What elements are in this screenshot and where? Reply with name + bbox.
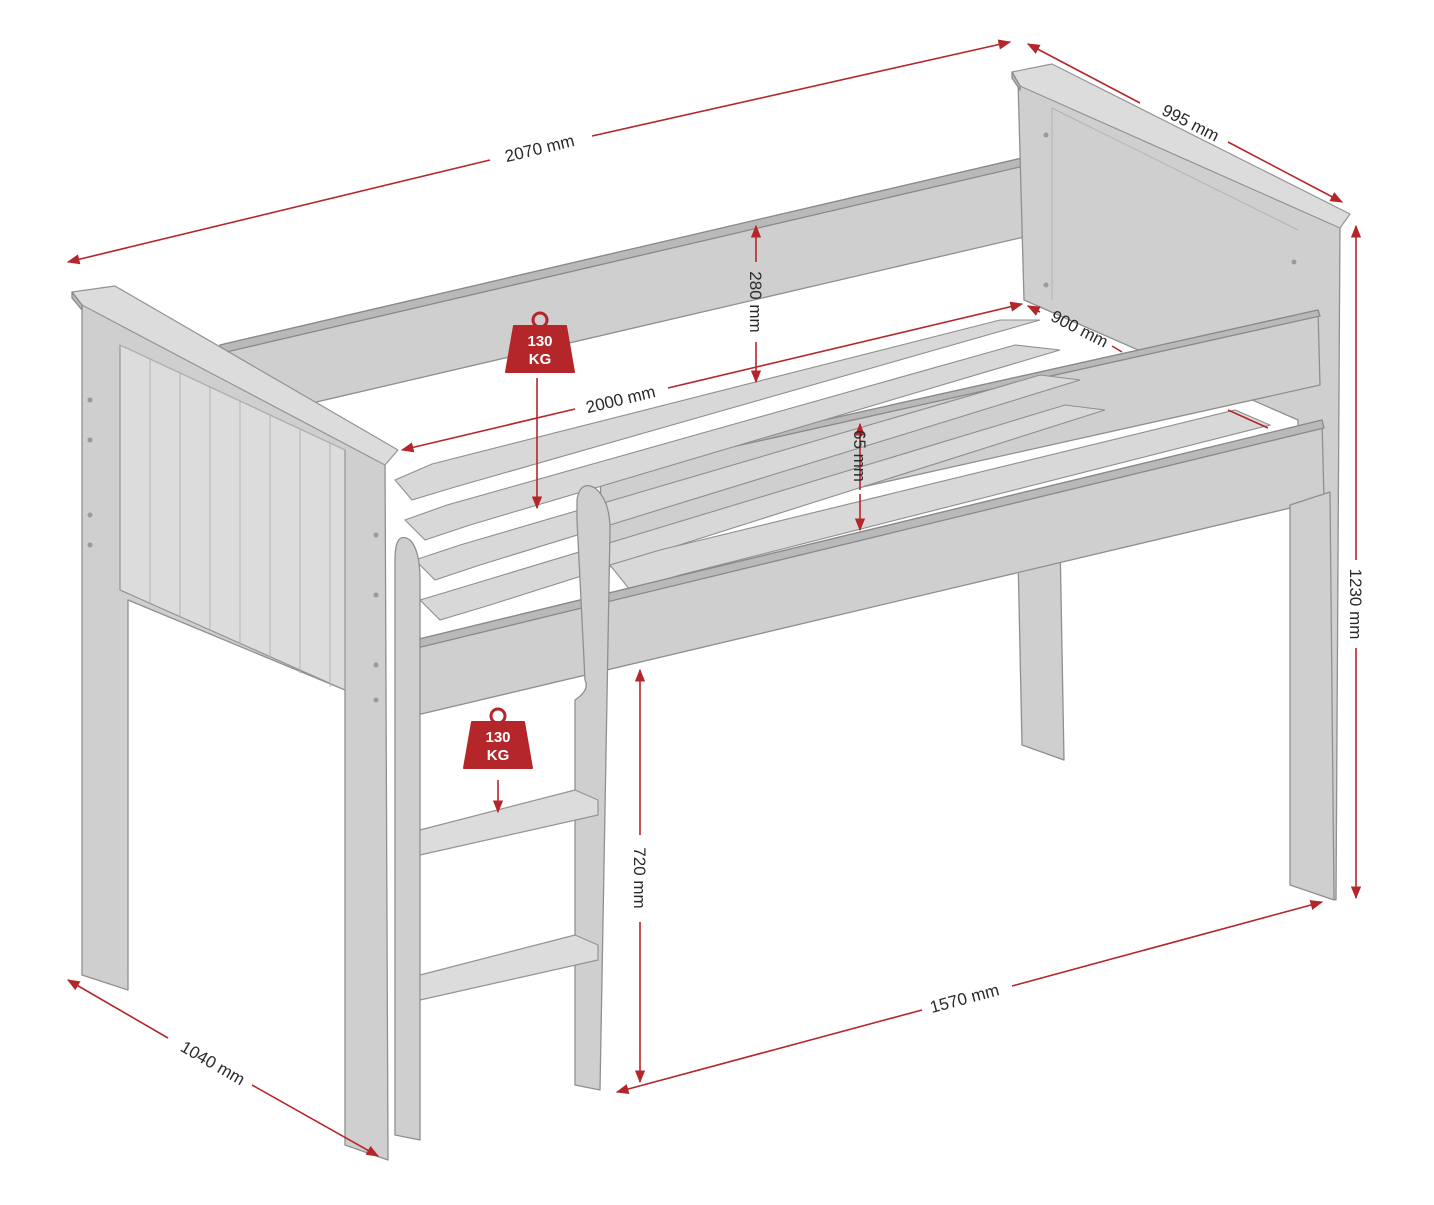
weight-unit: KG <box>487 747 510 764</box>
weight-icon <box>505 311 575 373</box>
weight-icon <box>463 707 533 769</box>
clearance-length-label: 1570 mm <box>928 980 1001 1017</box>
guardrail-height-label: 280 mm <box>746 271 765 332</box>
overall-length-label: 2070 mm <box>503 131 576 166</box>
dimension-lines <box>66 39 1362 1157</box>
back-inner-leg <box>1017 539 1065 761</box>
footprint-depth-label: 1040 mm <box>177 1037 248 1089</box>
overall-height-label: 1230 mm <box>1346 569 1365 640</box>
weight-value: 130 <box>485 729 510 746</box>
mattress-thickness-label: 65 mm <box>850 430 869 482</box>
bed-frame <box>71 63 1351 1161</box>
left-headboard <box>71 285 399 1161</box>
weight-badge-ladder: 130 KG <box>463 707 533 769</box>
front-right-leg <box>1289 491 1335 901</box>
ladder <box>394 485 611 1141</box>
clearance-height-label: 720 mm <box>630 847 649 908</box>
weight-unit: KG <box>529 351 552 368</box>
weight-badge-top: 130 KG <box>505 311 575 373</box>
weight-value: 130 <box>527 333 552 350</box>
